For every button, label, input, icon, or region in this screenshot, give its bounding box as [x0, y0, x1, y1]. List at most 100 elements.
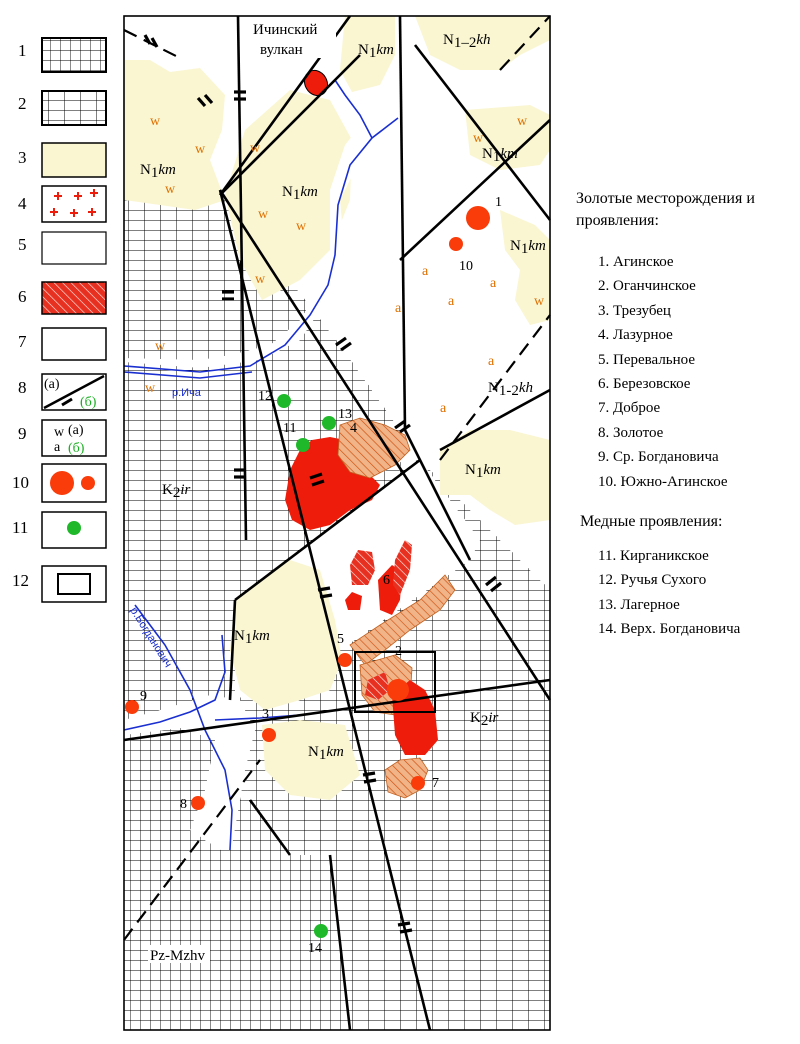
gold-marker-8 [191, 796, 205, 810]
icha-valley [124, 110, 400, 368]
legend-box-crosses [41, 185, 107, 223]
n1km-east-low [440, 430, 550, 525]
gold-deposits-list: 1. Агинское 2. Оганчинское 3. Трезубец 4… [598, 250, 728, 494]
w-letter: w [473, 131, 484, 146]
a-letter: a [422, 264, 429, 279]
legend-box-weathering: w a (а) (б) [41, 419, 107, 457]
n1km-west [124, 60, 225, 210]
legend-num-1: 1 [18, 41, 27, 60]
gold-deposits-title: Золотые месторождения и проявления: [576, 190, 755, 229]
fault-ticks [143, 34, 502, 934]
n1km-east-upper [465, 105, 550, 170]
label-n1km-center: N1km [282, 184, 318, 203]
copper-marker-13 [322, 416, 336, 430]
legend-9-b-label: (б) [68, 441, 85, 456]
legend-box-unhatched [41, 231, 107, 265]
list-item: 10. Южно-Агинское [598, 473, 728, 490]
weathering-w-letters: w w w w w w w w w w w w [145, 114, 545, 396]
list-item: 12. Ручья Сухого [598, 572, 707, 589]
w-letter: w [165, 182, 176, 197]
faults [123, 15, 552, 1031]
deposit-number: 12 [258, 389, 272, 404]
legend: 1 2 3 4 5 6 7 8 9 10 11 12 [12, 37, 107, 603]
gold-marker-3 [262, 728, 276, 742]
label-n1km-east-mid: N1km [510, 238, 546, 257]
legend-box-red-hatch [41, 281, 107, 315]
deposit-number: 9 [140, 689, 147, 704]
copper-deposits-list: 11. Кирганикское 12. Ручья Сухого 13. Ла… [598, 544, 740, 642]
w-letter: w [155, 339, 166, 354]
deposit-number: 6 [383, 573, 390, 588]
fault-upper-cross [399, 119, 551, 261]
legend-box-fine-grid [41, 37, 107, 73]
fault-ne-middle [234, 458, 421, 602]
list-item: 1. Агинское [598, 254, 674, 270]
river-label-icha: р.Ича [172, 387, 202, 399]
fault-inferred-nw [123, 29, 181, 59]
list-item: 4. Лазурное [598, 327, 673, 344]
gold-marker-5 [338, 653, 352, 667]
river-icha [123, 117, 399, 373]
w-letter: w [145, 381, 156, 396]
legend-num-5: 5 [18, 235, 27, 254]
legend-9-a-label: (а) [68, 423, 84, 438]
volcano-label-bg [250, 18, 336, 58]
label-k2ir-west: K2ir [162, 482, 191, 501]
gold-markers [125, 206, 490, 810]
river-icha-bank [123, 371, 253, 379]
label-n12kh-mid: N1-2kh [488, 380, 533, 399]
list-item: 13. Лагерное [598, 596, 680, 613]
legend-num-3: 3 [18, 148, 27, 167]
list-item: 9. Ср. Богдановича [598, 449, 719, 466]
gold-marker-9 [125, 700, 139, 714]
label-pzmz: Pz-Mzhv [150, 948, 205, 964]
weathering-a-letters: a a a a a a [395, 264, 497, 416]
gold-marker-10 [449, 237, 463, 251]
copper-markers [277, 394, 336, 938]
legend-box-frame [41, 565, 107, 603]
legend-box-gold-dots [41, 463, 107, 503]
river-icha-tributary [334, 79, 373, 139]
deposit-number: 5 [337, 632, 344, 647]
legend-box-sediments [41, 142, 107, 178]
a-letter: a [488, 354, 495, 369]
w-letter: w [517, 114, 528, 129]
w-letter: w [150, 114, 161, 129]
list-item: 11. Кирганикское [598, 548, 709, 564]
a-letter: a [490, 276, 497, 291]
hatch-oganchinskoe-core [365, 672, 390, 700]
strat-labels: N1km N1km N1km N1–2kh N1km N1km N1-2kh N… [140, 32, 546, 964]
label-n12kh-top: N1–2kh [443, 32, 491, 51]
legend-num-12: 12 [12, 571, 29, 590]
deposit-number: 4 [350, 421, 357, 436]
list-item: 8. Золотое [598, 424, 664, 441]
legend-numbers: 1 2 3 4 5 6 7 8 9 10 11 12 [12, 41, 29, 590]
copper-marker-14 [314, 924, 328, 938]
legend-box-wide-grid [41, 90, 107, 126]
deposit-number: 10 [459, 259, 473, 274]
label-n1km-west: N1km [140, 162, 176, 181]
legend-num-8: 8 [18, 378, 27, 397]
copper-marker-11 [296, 438, 310, 452]
n1km-south [262, 720, 360, 800]
label-n1km-east-low: N1km [465, 462, 501, 481]
legend-9-a-letter: a [54, 440, 61, 455]
w-letter: w [250, 141, 261, 156]
w-letter: w [258, 207, 269, 222]
volcano-label-line1: Ичинский [253, 22, 317, 38]
label-n1km-south: N1km [308, 744, 344, 763]
fault-latitudinal [123, 678, 551, 742]
copper-deposits-title: Медные проявления: [580, 513, 723, 530]
legend-8-a-label: (а) [44, 377, 60, 392]
fault-ne-volcano [219, 54, 361, 196]
legend-box-faults: (а) (б) [41, 373, 107, 411]
deposit-number: 8 [180, 797, 187, 812]
fault-ne-upper [413, 44, 552, 221]
list-item: 14. Верх. Богдановича [598, 621, 741, 638]
fault-nw-diagonal [218, 189, 552, 701]
hatch-berezovskoe-a [350, 550, 375, 585]
map-body: w w w w w w w w w w w w a a a a a a N1km… [123, 15, 552, 1031]
legend-box-copper-dot [41, 511, 107, 549]
a-letter: a [395, 301, 402, 316]
